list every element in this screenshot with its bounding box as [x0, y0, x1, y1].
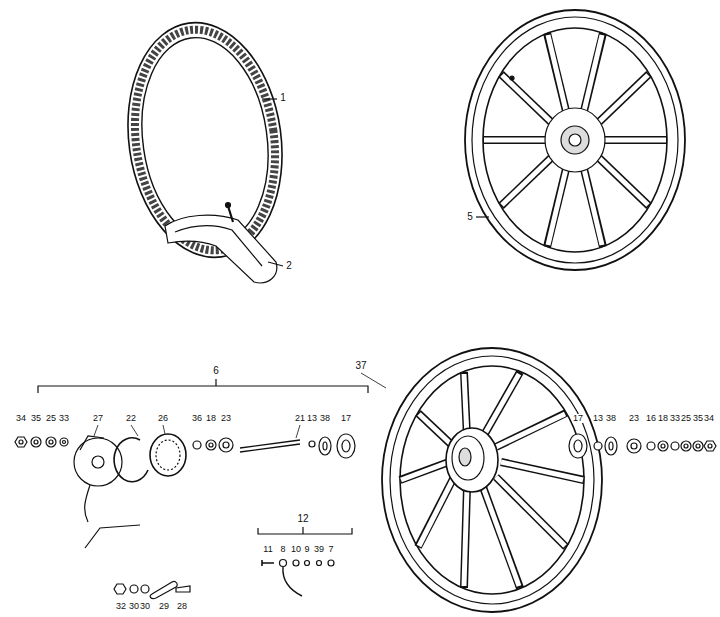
- callout-number: 25: [45, 414, 57, 423]
- callout-number: 7: [327, 545, 334, 554]
- callout-number: 34: [15, 414, 27, 423]
- cable-parts: [262, 560, 334, 597]
- lever-parts: [114, 582, 190, 599]
- callout-number: 18: [657, 414, 669, 423]
- callout-number: 5: [466, 212, 474, 222]
- hub-parts-left: [15, 434, 355, 522]
- callout-number: 39: [313, 545, 325, 554]
- callout-number: 34: [703, 414, 715, 423]
- callout-number: 17: [340, 414, 352, 423]
- callout-number: 2: [285, 261, 293, 271]
- callout-number: 21: [294, 414, 306, 423]
- callout-number: 23: [220, 414, 232, 423]
- callout-number: 1: [279, 93, 287, 103]
- callout-number: 36: [191, 414, 203, 423]
- hub-parts-right: [569, 434, 716, 458]
- inner-tube: [165, 203, 277, 283]
- callout-number: 22: [125, 414, 137, 423]
- callout-number: 13: [306, 414, 318, 423]
- callout-number: 38: [605, 414, 617, 423]
- callout-number: 25: [680, 414, 692, 423]
- callout-number: 32: [115, 602, 127, 611]
- callout-number: 6: [212, 366, 220, 376]
- callout-number: 35: [30, 414, 42, 423]
- callout-number: 18: [205, 414, 217, 423]
- callout-number: 17: [572, 414, 584, 423]
- callout-number: 10: [290, 545, 302, 554]
- callout-number: 33: [58, 414, 70, 423]
- callout-number: 26: [157, 414, 169, 423]
- callout-number: 12: [296, 514, 309, 524]
- callout-number: 30: [139, 602, 151, 611]
- callout-number: 9: [303, 545, 310, 554]
- callout-number: 23: [628, 414, 640, 423]
- callout-number: 38: [319, 414, 331, 423]
- callout-number: 29: [158, 602, 170, 611]
- callout-number: 28: [176, 602, 188, 611]
- callout-number: 16: [645, 414, 657, 423]
- wheel: [465, 10, 685, 270]
- callout-number: 11: [262, 545, 273, 554]
- callout-number: 37: [354, 361, 367, 371]
- callout-number: 8: [279, 545, 286, 554]
- wheel: [382, 348, 602, 612]
- callout-number: 13: [592, 414, 604, 423]
- callout-number: 27: [92, 414, 104, 423]
